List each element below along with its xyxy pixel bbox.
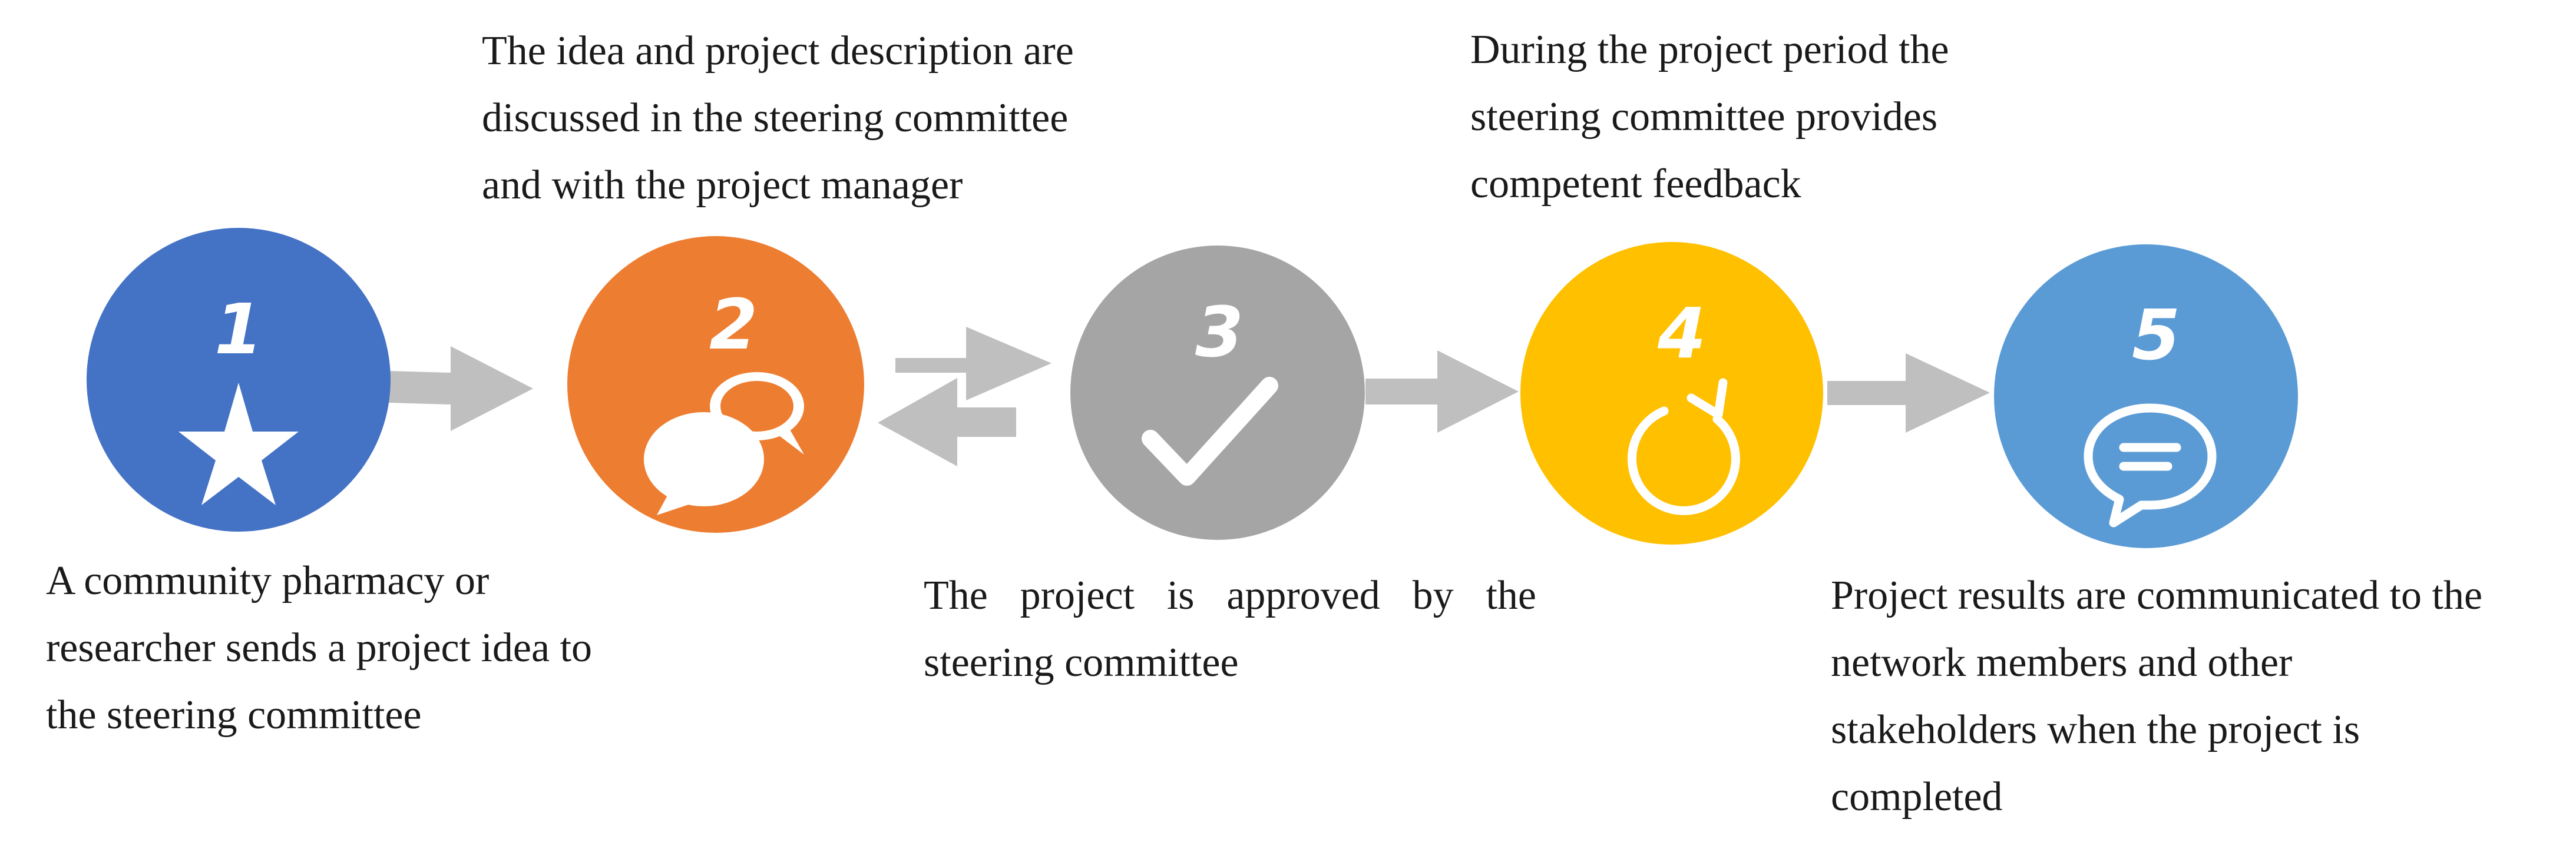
- step-1-caption-line-3: the steering committee: [46, 692, 422, 738]
- step-5-caption-line-2: network members and other: [1831, 640, 2293, 685]
- step-5-caption-line-3: stakeholders when the project is: [1831, 707, 2360, 752]
- checkmark-icon: [1142, 377, 1278, 486]
- step-1-number: 1: [214, 288, 263, 370]
- step-4-circle: [1520, 242, 1823, 545]
- step-2-caption-line-1: The idea and project description are: [482, 28, 1074, 74]
- step-5-number: 5: [2132, 294, 2180, 376]
- chat-bubble-icon: [2084, 403, 2217, 528]
- step-5-caption-line-1: Project results are communicated to the: [1831, 573, 2483, 618]
- arrow-3-to-2-back: [878, 378, 1016, 466]
- arrow-4-to-5: [1827, 353, 1990, 433]
- step-2: 2: [567, 236, 864, 533]
- step-5: 5: [1994, 244, 2298, 548]
- step-1: 1: [87, 228, 391, 532]
- step-4-caption-line-1: During the project period the: [1470, 27, 1949, 72]
- speech-bubbles-icon: [644, 372, 804, 515]
- step-4-number: 4: [1657, 293, 1706, 374]
- arrow-3-to-4: [1365, 350, 1519, 433]
- step-4: 4: [1520, 242, 1823, 545]
- step-1-caption: A community pharmacy or researcher sends…: [46, 548, 592, 749]
- step-3-caption-line-1: The project is approved by the: [924, 573, 1536, 618]
- step-1-circle: [87, 228, 391, 532]
- star-icon: [178, 383, 299, 505]
- step-1-caption-line-1: A community pharmacy or: [46, 558, 490, 603]
- step-3-caption-line-2: steering committee: [924, 640, 1239, 685]
- step-3-caption: The project is approved by the steering …: [924, 562, 1536, 697]
- step-3-circle: [1070, 246, 1365, 540]
- arrow-1-to-2: [389, 346, 533, 431]
- refresh-cycle-icon: [1627, 378, 1740, 515]
- step-1-caption-line-2: researcher sends a project idea to: [46, 625, 593, 671]
- arrow-2-to-3-forward: [895, 327, 1051, 400]
- step-5-caption: Project results are communicated to the …: [1831, 562, 2482, 831]
- step-3: 3: [1070, 246, 1365, 540]
- step-2-caption-line-2: discussed in the steering committee: [482, 95, 1069, 141]
- step-4-caption-line-3: competent feedback: [1470, 161, 1801, 207]
- step-2-caption: The idea and project description are dis…: [482, 18, 1074, 219]
- step-5-caption-line-4: completed: [1831, 774, 2003, 820]
- step-5-circle: [1994, 244, 2298, 548]
- step-4-caption: During the project period the steering c…: [1470, 16, 1949, 218]
- step-4-caption-line-2: steering committee provides: [1470, 94, 1938, 140]
- step-2-circle: [567, 236, 864, 533]
- step-3-number: 3: [1195, 291, 1244, 373]
- step-2-number: 2: [709, 284, 758, 365]
- step-2-caption-line-3: and with the project manager: [482, 162, 963, 208]
